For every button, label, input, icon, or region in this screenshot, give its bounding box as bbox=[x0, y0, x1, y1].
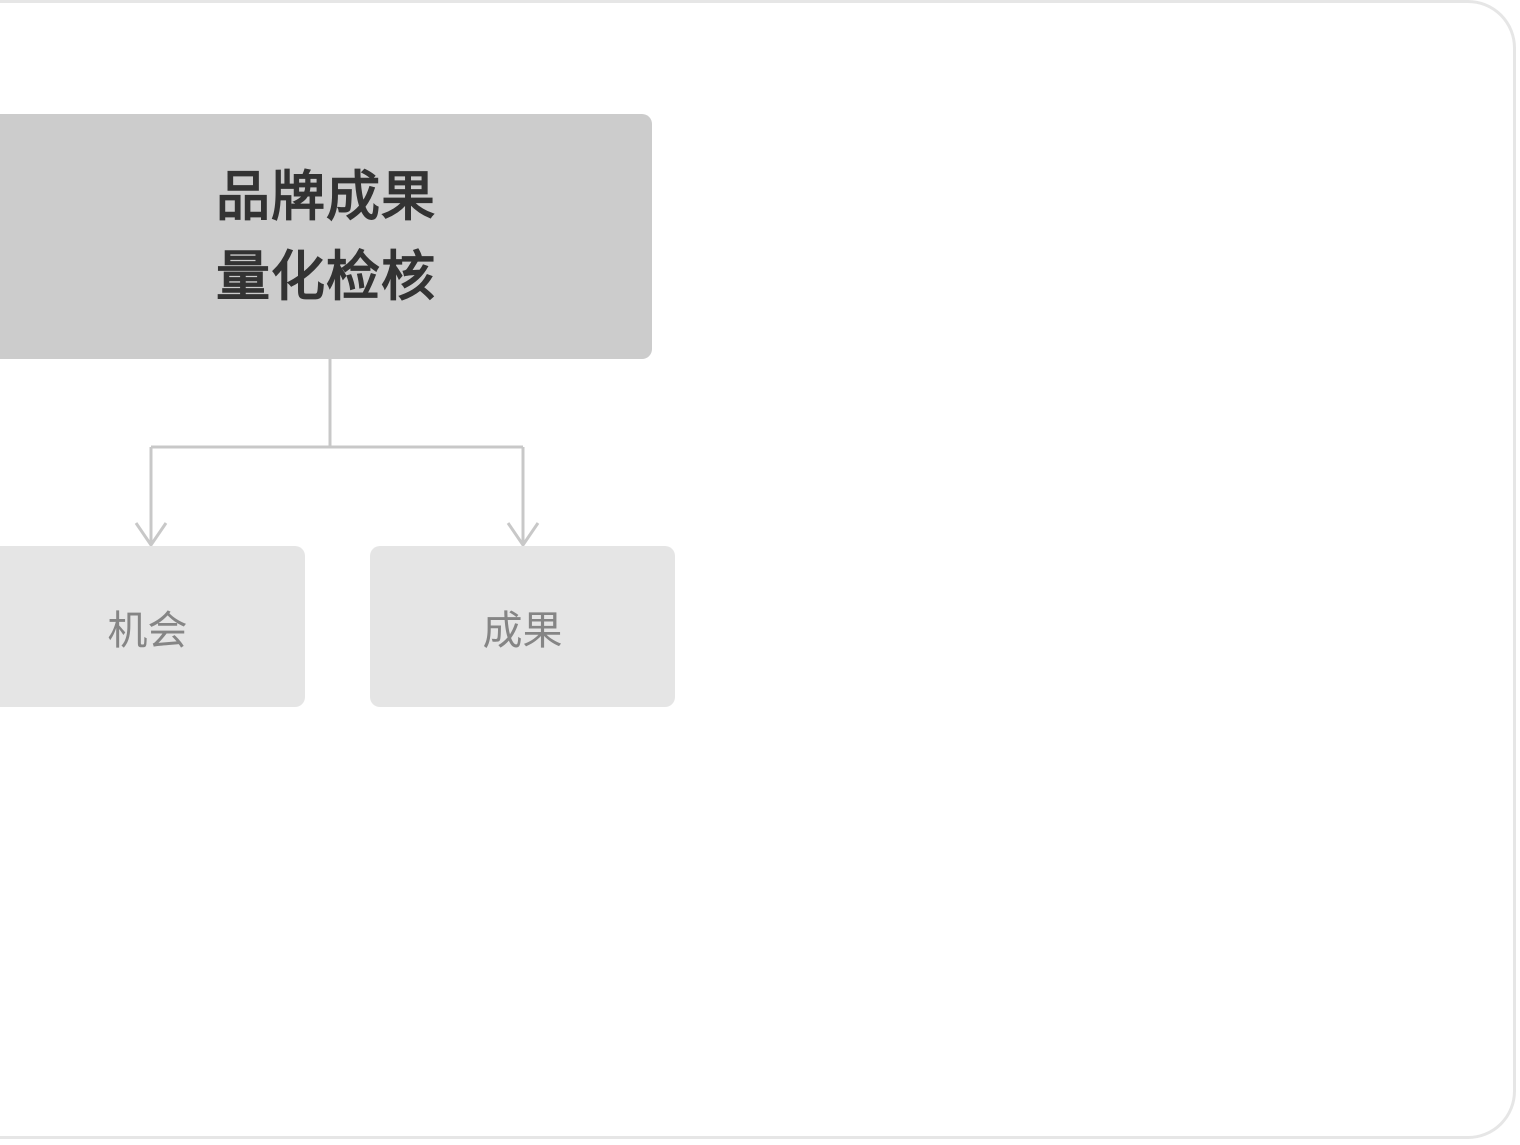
child-node-label: 成果 bbox=[482, 607, 563, 654]
root-node-title-line2: 量化检核 bbox=[216, 244, 436, 308]
child-node-opportunity: 机会 bbox=[0, 546, 305, 707]
child-node-result: 成果 bbox=[370, 546, 675, 707]
root-node-title-line1: 品牌成果 bbox=[216, 164, 436, 228]
child-node-label: 机会 bbox=[107, 607, 188, 654]
root-node: 品牌成果 量化检核 bbox=[0, 114, 652, 359]
